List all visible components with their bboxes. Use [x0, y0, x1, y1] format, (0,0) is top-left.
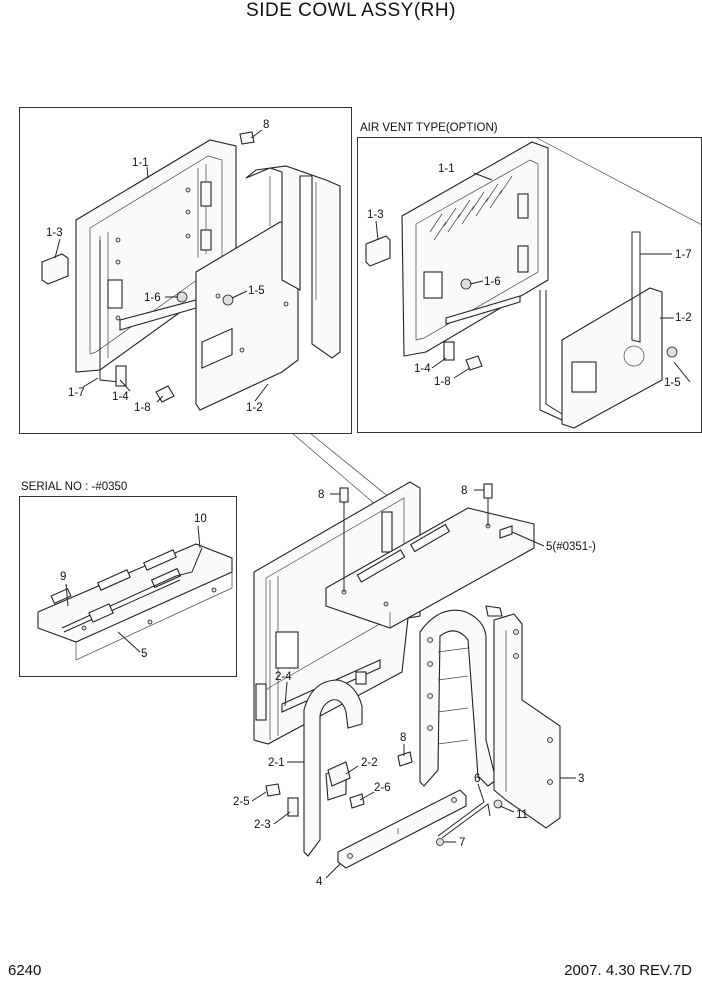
main-callout-6: 6 [474, 773, 480, 785]
page-title: SIDE COWL ASSY(RH) [246, 0, 456, 21]
p2-callout-1-6: 1-6 [484, 276, 501, 288]
p1-callout-1-8: 1-8 [134, 402, 151, 414]
p1-callout-8: 8 [263, 119, 269, 131]
main-callout-2-6: 2-6 [374, 782, 391, 794]
main-leaders [251, 489, 576, 879]
main-callout-11: 11 [516, 809, 528, 821]
panel1-latch [41, 253, 127, 387]
p1-callout-1-1: 1-1 [132, 157, 149, 169]
detail-panel-standard [19, 107, 352, 434]
main-rear-bracket [419, 605, 503, 787]
main-callout-8-top-left: 8 [318, 489, 324, 501]
page-number: 6240 [8, 962, 42, 979]
p2-callout-1-2: 1-2 [675, 312, 692, 324]
p2-callout-1-5: 1-5 [664, 377, 681, 389]
date-revision: 2007. 4.30 REV.7D [564, 962, 692, 979]
p3-callout-9: 9 [60, 571, 66, 583]
p1-callout-1-4: 1-4 [112, 391, 129, 403]
p2-callout-1-7: 1-7 [675, 249, 692, 261]
p1-callout-1-5: 1-5 [248, 285, 265, 297]
main-small-parts [265, 483, 503, 846]
panel2-cover-plate [561, 287, 678, 429]
main-callout-3: 3 [578, 773, 584, 785]
main-callout-2-5: 2-5 [233, 796, 250, 808]
main-side-cover-3 [493, 613, 561, 829]
main-callout-2-2: 2-2 [361, 757, 378, 769]
panel1-handle-rod [99, 240, 121, 383]
p2-callout-1-3: 1-3 [367, 209, 384, 221]
panel1-leaders [54, 129, 269, 403]
main-plate-2-2 [327, 761, 351, 787]
main-callout-7: 7 [459, 837, 465, 849]
main-callout-2-4: 2-4 [275, 671, 292, 683]
panel3-leaders [65, 525, 201, 653]
p2-callout-1-8: 1-8 [434, 376, 451, 388]
p3-callout-10: 10 [194, 513, 207, 525]
main-callout-2-3: 2-3 [254, 819, 271, 831]
serial-caption: SERIAL NO : -#0350 [21, 481, 128, 493]
main-mounting-plate [325, 507, 535, 629]
panel2-leaders [375, 172, 691, 383]
p1-callout-1-3: 1-3 [46, 227, 63, 239]
air-vent-caption: AIR VENT TYPE(OPTION) [360, 122, 498, 134]
main-rod-6 [437, 801, 491, 839]
detail-panel-serial [19, 496, 237, 677]
panel1-back-bracket [245, 165, 341, 359]
main-stay-4 [337, 789, 467, 869]
main-callout-8-mid: 8 [400, 732, 406, 744]
p2-callout-1-4: 1-4 [414, 363, 431, 375]
p2-callout-1-1: 1-1 [438, 163, 455, 175]
main-callout-5-serial: 5(#0351-) [546, 541, 596, 553]
p1-callout-1-2: 1-2 [246, 402, 263, 414]
detail-connector-lines [291, 136, 702, 506]
p3-callout-5: 5 [141, 648, 147, 660]
panel2-vent-seal [539, 231, 641, 421]
p1-callout-1-6: 1-6 [144, 292, 161, 304]
panel3-bracket-plate [37, 543, 233, 661]
main-callout-8-top-right: 8 [461, 485, 467, 497]
panel2-cowl-frame [401, 141, 549, 357]
main-callout-4: 4 [316, 876, 323, 888]
panel2-latch [365, 235, 483, 371]
p1-callout-1-7: 1-7 [68, 387, 85, 399]
main-callout-2-1: 2-1 [268, 757, 285, 769]
